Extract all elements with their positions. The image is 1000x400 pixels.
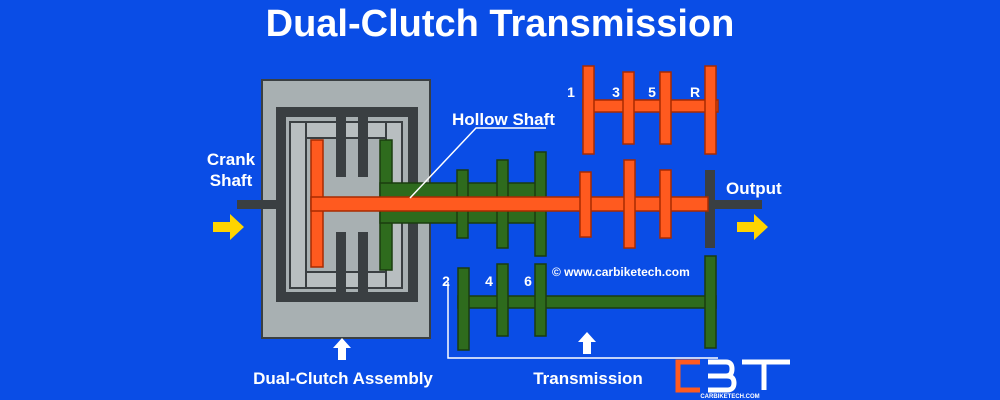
gear-r-label: R [690, 84, 700, 100]
crank-shaft [237, 200, 277, 209]
output-flange [705, 170, 715, 248]
clutch-drum [276, 107, 418, 302]
output-arrow-icon [737, 214, 768, 240]
assembly-up-arrow-icon [333, 338, 351, 360]
hollow-shaft-label: Hollow Shaft [452, 110, 555, 129]
transmission-label: Transmission [533, 369, 643, 388]
gear-2-label: 2 [442, 273, 450, 289]
crank-shaft-label-line1: Crank [207, 150, 256, 169]
output-shaft [700, 200, 762, 209]
odd-gear-shaft [310, 139, 709, 268]
diagram-title: Dual-Clutch Transmission [266, 3, 735, 45]
carbiketech-logo: CARBIKETECH.COM [675, 359, 790, 400]
copyright-text: © www.carbiketech.com [552, 265, 690, 279]
logo-subtext: CARBIKETECH.COM [700, 394, 759, 400]
transmission-bracket [447, 282, 718, 359]
output-label: Output [726, 179, 782, 198]
dual-clutch-assembly-label: Dual-Clutch Assembly [253, 369, 433, 388]
clutch-inner-drum [289, 121, 403, 289]
clutch-plates [336, 117, 368, 292]
even-countershaft [457, 255, 717, 351]
input-arrow-icon [213, 214, 244, 240]
odd-countershaft [582, 65, 719, 155]
gear-5-label: 5 [648, 84, 656, 100]
gear-3-label: 3 [612, 84, 620, 100]
hollow-shaft-pointer [409, 127, 546, 199]
crank-shaft-label-line2: Shaft [210, 171, 253, 190]
transmission-up-arrow-icon [578, 332, 596, 354]
gear-4-label: 4 [485, 273, 493, 289]
gear-6-label: 6 [524, 273, 532, 289]
gear-1-label: 1 [567, 84, 575, 100]
